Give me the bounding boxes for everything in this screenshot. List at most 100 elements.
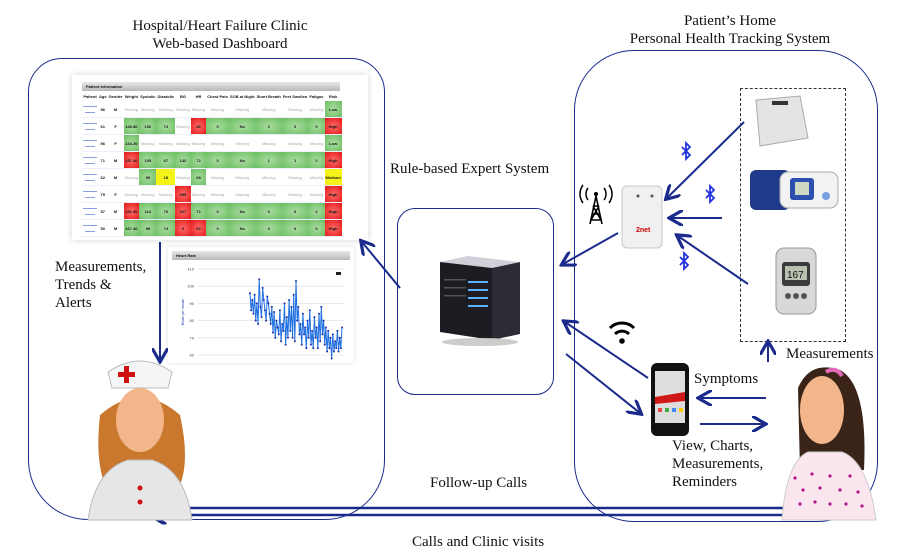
y-tick-label: 60 <box>190 353 195 358</box>
data-point <box>304 326 307 329</box>
data-point <box>298 333 301 336</box>
column-header: Age <box>99 94 107 99</box>
y-tick-label: 80 <box>190 318 195 323</box>
smartphone-icon <box>651 363 689 436</box>
column-header: Systolic <box>140 94 156 99</box>
table-cell: 227 <box>175 202 191 220</box>
data-point <box>268 312 271 315</box>
patient-name-link[interactable] <box>82 101 98 118</box>
table-cell: 67 <box>156 151 176 169</box>
table-cell: Missing <box>190 185 207 203</box>
table-cell: 0 <box>255 202 282 220</box>
data-point <box>253 293 256 296</box>
table-cell: Low <box>324 101 342 118</box>
patient-name-link[interactable] <box>82 168 98 186</box>
home-panel <box>574 50 878 522</box>
table-cell: Missing <box>255 134 282 152</box>
nurse-avatar-icon <box>87 360 193 521</box>
table-cell: No <box>228 219 256 237</box>
patient-name-link[interactable] <box>82 117 98 135</box>
data-point <box>323 343 326 346</box>
measurements-trends-alerts-label: Measurements, Trends & Alerts <box>55 258 146 312</box>
data-point <box>285 316 288 319</box>
table-cell: Missing <box>139 101 157 118</box>
column-header: Feet Swollen <box>282 94 308 99</box>
table-cell: M <box>107 219 124 237</box>
glucose-reading: 167 <box>787 270 804 281</box>
table-cell: Missing <box>156 134 176 152</box>
table-cell: 62 <box>98 168 108 186</box>
table-cell: Missing <box>228 185 256 203</box>
data-point <box>341 326 343 329</box>
data-point <box>295 280 297 283</box>
data-point <box>280 340 283 343</box>
table-cell: 0 <box>308 117 325 135</box>
data-point <box>305 347 308 350</box>
patient-name-link[interactable] <box>82 185 98 203</box>
data-point <box>299 323 302 326</box>
data-point <box>274 336 277 339</box>
table-cell: M <box>107 151 124 169</box>
patient-name-link[interactable] <box>82 151 98 169</box>
patient-name-link[interactable] <box>82 219 98 237</box>
data-point <box>300 343 303 346</box>
label-line-2: Trends & <box>55 277 112 293</box>
data-point <box>286 336 289 339</box>
table-cell: Missing <box>255 185 282 203</box>
patient-table-title: Patient Information <box>82 82 340 91</box>
table-cell: 72 <box>190 151 207 169</box>
data-point <box>338 336 341 339</box>
hospital-title-line2: Web-based Dashboard <box>152 36 288 52</box>
table-cell: 56 <box>98 101 108 118</box>
table-cell: 142 <box>175 151 191 169</box>
wifi-icon <box>608 321 636 344</box>
data-point <box>255 302 258 305</box>
home-panel-title: Patient’s Home Personal Health Tracking … <box>595 12 865 48</box>
table-cell: 61 <box>98 117 108 135</box>
y-tick-label: 100 <box>187 284 194 289</box>
data-point <box>254 319 257 322</box>
blood-pressure-monitor-icon <box>750 170 839 210</box>
patient-name-link[interactable] <box>82 134 98 152</box>
data-point <box>267 302 270 305</box>
table-cell: 2 <box>308 151 325 169</box>
patient-avatar-icon <box>781 367 877 521</box>
table-cell: 71 <box>98 151 108 169</box>
data-point <box>291 336 294 339</box>
table-cell: Missing <box>228 134 256 152</box>
data-point <box>316 347 319 350</box>
table-cell: Missing <box>281 134 309 152</box>
bluetooth-icon <box>681 140 692 162</box>
table-cell: Missing <box>228 101 256 118</box>
data-point <box>283 302 286 305</box>
data-point <box>278 309 281 312</box>
table-cell: 0 <box>255 219 282 237</box>
data-point <box>306 319 309 322</box>
data-point <box>311 329 314 332</box>
table-cell: Missing <box>175 168 191 186</box>
data-point <box>293 340 296 343</box>
y-tick-label: 110 <box>188 267 195 272</box>
table-cell: 0 <box>206 117 229 135</box>
data-point <box>265 319 268 322</box>
table-cell: Missing <box>175 101 191 118</box>
data-point <box>296 319 299 322</box>
hub-label: 2net <box>636 227 651 234</box>
table-cell: Missing <box>156 185 176 203</box>
table-cell: Missing <box>156 101 176 118</box>
legend-marker <box>336 272 341 275</box>
patient-name-link[interactable] <box>82 202 98 220</box>
data-point <box>335 347 338 350</box>
table-cell: 0 <box>281 117 309 135</box>
table-cell: Missing <box>308 168 325 186</box>
